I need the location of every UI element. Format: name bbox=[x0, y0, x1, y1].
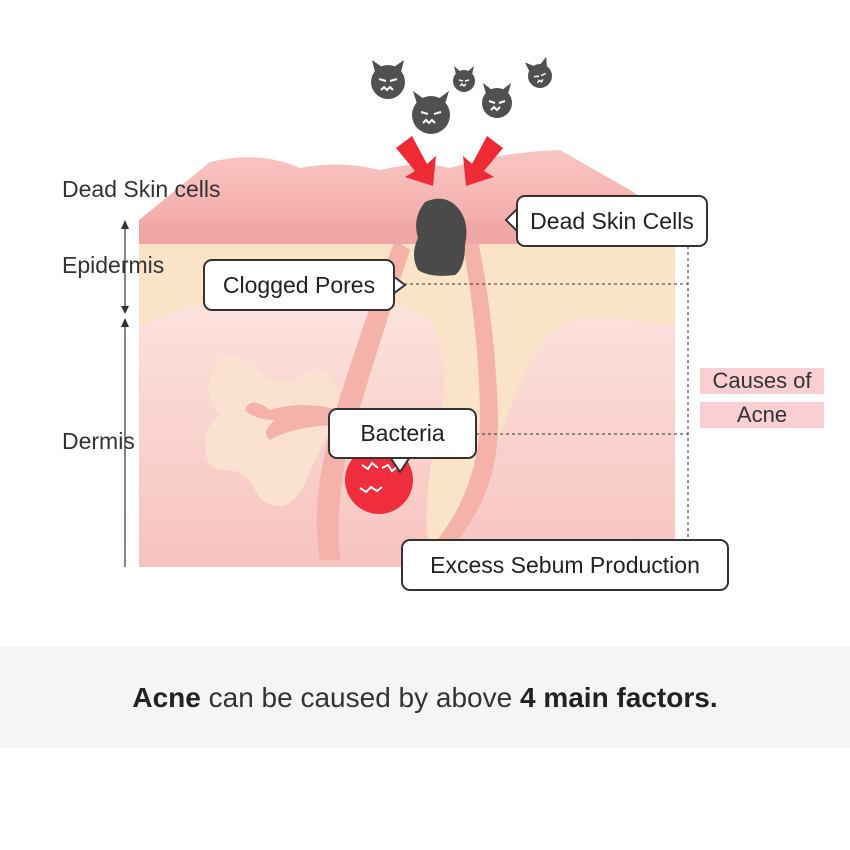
bubble-dead-skin-cells: Dead Skin Cells bbox=[516, 195, 708, 247]
label-epidermis: Epidermis bbox=[62, 252, 165, 278]
causes-line-1: Causes of bbox=[700, 368, 824, 394]
label-dermis: Dermis bbox=[62, 428, 135, 454]
footer-bold-acne: Acne bbox=[132, 681, 201, 713]
causes-of-acne: Causes of Acne bbox=[700, 368, 824, 428]
causes-line-2: Acne bbox=[700, 402, 824, 428]
footer-caption: Acne can be caused by above 4 main facto… bbox=[0, 647, 850, 748]
label-dead-skin-cells: Dead Skin cells bbox=[62, 176, 221, 202]
bubble-tail-dead-skin bbox=[504, 207, 519, 233]
bubble-tail-bacteria bbox=[389, 456, 411, 474]
bubble-tail-clogged bbox=[392, 275, 407, 295]
devil-face-icon bbox=[371, 56, 552, 134]
bubble-bacteria: Bacteria bbox=[328, 408, 477, 459]
hair-follicle bbox=[316, 240, 410, 560]
hair-follicle-right bbox=[420, 240, 499, 560]
red-arrow-icon bbox=[396, 136, 503, 186]
epidermis-layer bbox=[139, 230, 675, 560]
gland-duct bbox=[245, 402, 340, 440]
bubble-excess-sebum: Excess Sebum Production bbox=[401, 539, 729, 591]
layer-scale bbox=[121, 220, 129, 567]
connector-lines bbox=[404, 240, 689, 540]
clog-plug bbox=[414, 198, 467, 276]
bubble-clogged-pores: Clogged Pores bbox=[203, 259, 395, 311]
footer-bold-factors: 4 main factors. bbox=[519, 681, 718, 713]
footer-text: can be caused by above bbox=[200, 681, 520, 713]
